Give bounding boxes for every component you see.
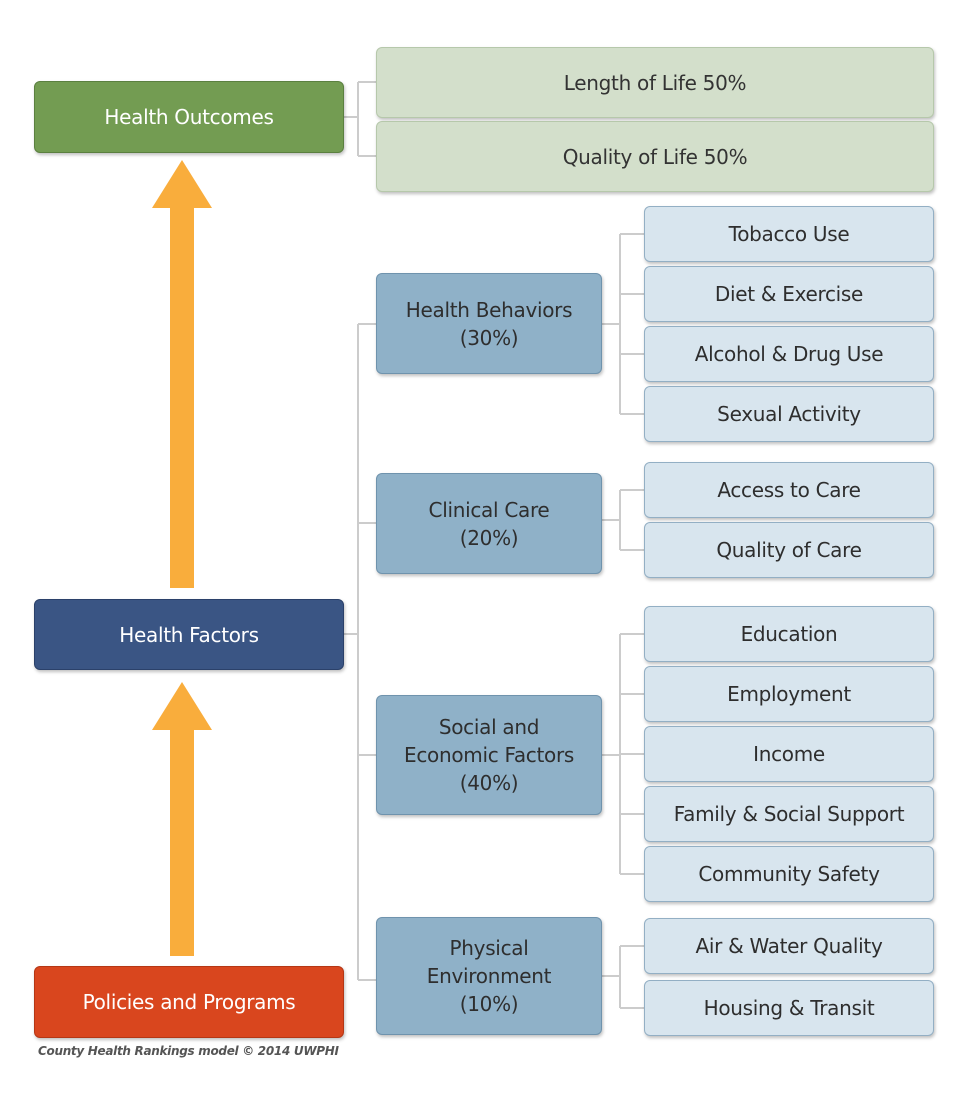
arrow-up-icon [152, 682, 212, 956]
health-factors-box: Health Factors [34, 599, 344, 670]
arrow-up-icon [152, 160, 212, 588]
category-weight: (20%) [459, 525, 519, 550]
connector-physical [602, 945, 644, 1009]
factor-item-label: Air & Water Quality [695, 934, 883, 958]
factor-employment: Employment [644, 666, 934, 722]
category-weight: (30%) [459, 325, 519, 350]
health-outcomes-label: Health Outcomes [104, 105, 274, 129]
connector-behaviors [602, 233, 644, 415]
factor-item-label: Community Safety [698, 862, 880, 886]
copyright-credit: County Health Rankings model © 2014 UWPH… [38, 1044, 339, 1058]
factor-item-label: Diet & Exercise [714, 282, 864, 306]
factor-family-social-support: Family & Social Support [644, 786, 934, 842]
category-label-line: Environment [426, 964, 552, 988]
category-label-line: Health Behaviors [405, 297, 573, 322]
category-label-line: Physical [449, 936, 529, 960]
category-label-line: Economic Factors [403, 743, 574, 767]
health-outcomes-box: Health Outcomes [34, 81, 344, 153]
outcome-length-of-life: Length of Life 50% [376, 47, 934, 118]
category-weight: (10%) [459, 992, 519, 1016]
factor-access-to-care: Access to Care [644, 462, 934, 518]
factor-item-label: Family & Social Support [673, 802, 905, 826]
outcome-quality-of-life: Quality of Life 50% [376, 121, 934, 192]
factor-sexual-activity: Sexual Activity [644, 386, 934, 442]
factor-air-water-quality: Air & Water Quality [644, 918, 934, 974]
health-factors-label: Health Factors [119, 622, 259, 647]
factor-item-label: Sexual Activity [717, 402, 861, 426]
factor-education: Education [644, 606, 934, 662]
connector-outcomes [344, 81, 376, 157]
factor-item-label: Tobacco Use [728, 222, 850, 246]
category-weight: (40%) [459, 771, 519, 795]
factor-item-label: Education [740, 622, 838, 646]
outcome-item-label: Quality of Life 50% [562, 144, 748, 169]
connector-social [602, 633, 644, 875]
factor-community-safety: Community Safety [644, 846, 934, 902]
category-health-behaviors: Health Behaviors (30%) [376, 273, 602, 374]
factor-diet-exercise: Diet & Exercise [644, 266, 934, 322]
factor-alcohol-drug-use: Alcohol & Drug Use [644, 326, 934, 382]
factor-tobacco-use: Tobacco Use [644, 206, 934, 262]
policies-and-programs-label: Policies and Programs [82, 990, 296, 1014]
category-clinical-care: Clinical Care (20%) [376, 473, 602, 574]
outcome-item-label: Length of Life 50% [563, 70, 747, 95]
connector-factors [344, 323, 376, 981]
factor-item-label: Access to Care [717, 478, 861, 502]
factor-housing-transit: Housing & Transit [644, 980, 934, 1036]
policies-and-programs-box: Policies and Programs [34, 966, 344, 1038]
category-social-economic-factors: Social and Economic Factors (40%) [376, 695, 602, 815]
category-physical-environment: Physical Environment (10%) [376, 917, 602, 1035]
connector-clinical [602, 489, 644, 551]
factor-item-label: Income [753, 742, 825, 766]
factor-item-label: Alcohol & Drug Use [694, 342, 884, 366]
category-label-line: Clinical Care [428, 497, 550, 522]
factor-item-label: Quality of Care [716, 538, 862, 562]
category-label-line: Social and [438, 715, 540, 739]
factor-item-label: Housing & Transit [703, 996, 875, 1020]
factor-quality-of-care: Quality of Care [644, 522, 934, 578]
factor-income: Income [644, 726, 934, 782]
factor-item-label: Employment [727, 682, 851, 706]
